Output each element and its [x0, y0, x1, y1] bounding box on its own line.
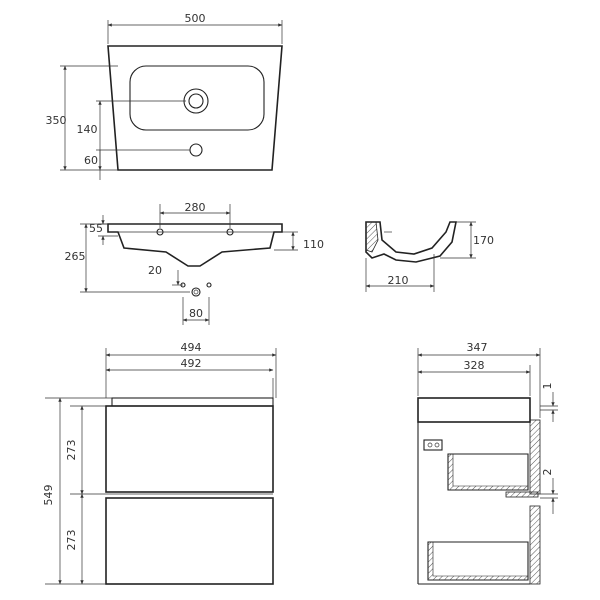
dim-gap-middle: 2	[541, 469, 554, 476]
dim-waste-width: 80	[189, 307, 203, 320]
front-panel-lower	[529, 505, 541, 585]
basin-side-outline	[365, 221, 457, 263]
dim-basin-depth: 350	[46, 114, 67, 127]
dim-drawer-lower: 273	[65, 530, 78, 551]
drawer-lower	[105, 497, 274, 585]
dim-cabinet-depth-outer: 347	[467, 341, 488, 354]
dim-side-height: 170	[473, 234, 494, 247]
drawer-box-upper	[447, 453, 529, 491]
waste-outlet	[183, 88, 209, 114]
dim-hole-spacing: 280	[185, 201, 206, 214]
dim-drawer-upper: 273	[65, 440, 78, 461]
dim-top-thickness: 55	[89, 222, 103, 235]
basin-side-section: 170 210	[365, 221, 494, 292]
dim-waste-to-back: 60	[84, 154, 98, 167]
dim-overall-height: 265	[65, 250, 86, 263]
waste-fixing	[191, 287, 201, 297]
front-panel-upper	[529, 419, 541, 495]
dim-side-depth: 210	[388, 274, 409, 287]
basin-front-outline	[107, 223, 283, 267]
cabinet-top	[417, 397, 531, 423]
tap-hole	[189, 143, 203, 157]
dim-bowl-depth: 110	[303, 238, 324, 251]
dim-tap-to-back: 140	[77, 123, 98, 136]
dim-waste-offset: 20	[148, 264, 162, 277]
dim-basin-width: 500	[185, 12, 206, 25]
dim-gap-top: 1	[541, 383, 554, 390]
fitting	[423, 439, 443, 451]
cabinet-side-section: 347 328 1 2	[417, 341, 558, 585]
dim-cabinet-inner-width: 492	[181, 357, 202, 370]
basin-outline	[107, 45, 283, 171]
basin-bowl	[129, 65, 265, 131]
cabinet-top-panel	[111, 397, 274, 407]
dim-cabinet-outer-width: 494	[181, 341, 202, 354]
basin-top-view: 500 350 140 60	[46, 12, 283, 180]
cabinet-front-view: 494 492 549 273 273	[42, 341, 277, 585]
basin-front-view: 280 55 110 265 20 80	[65, 201, 324, 325]
dim-cabinet-height: 549	[42, 485, 55, 506]
drawer-upper	[105, 405, 274, 493]
dim-cabinet-depth-inner: 328	[464, 359, 485, 372]
drawer-box-lower	[427, 541, 529, 581]
